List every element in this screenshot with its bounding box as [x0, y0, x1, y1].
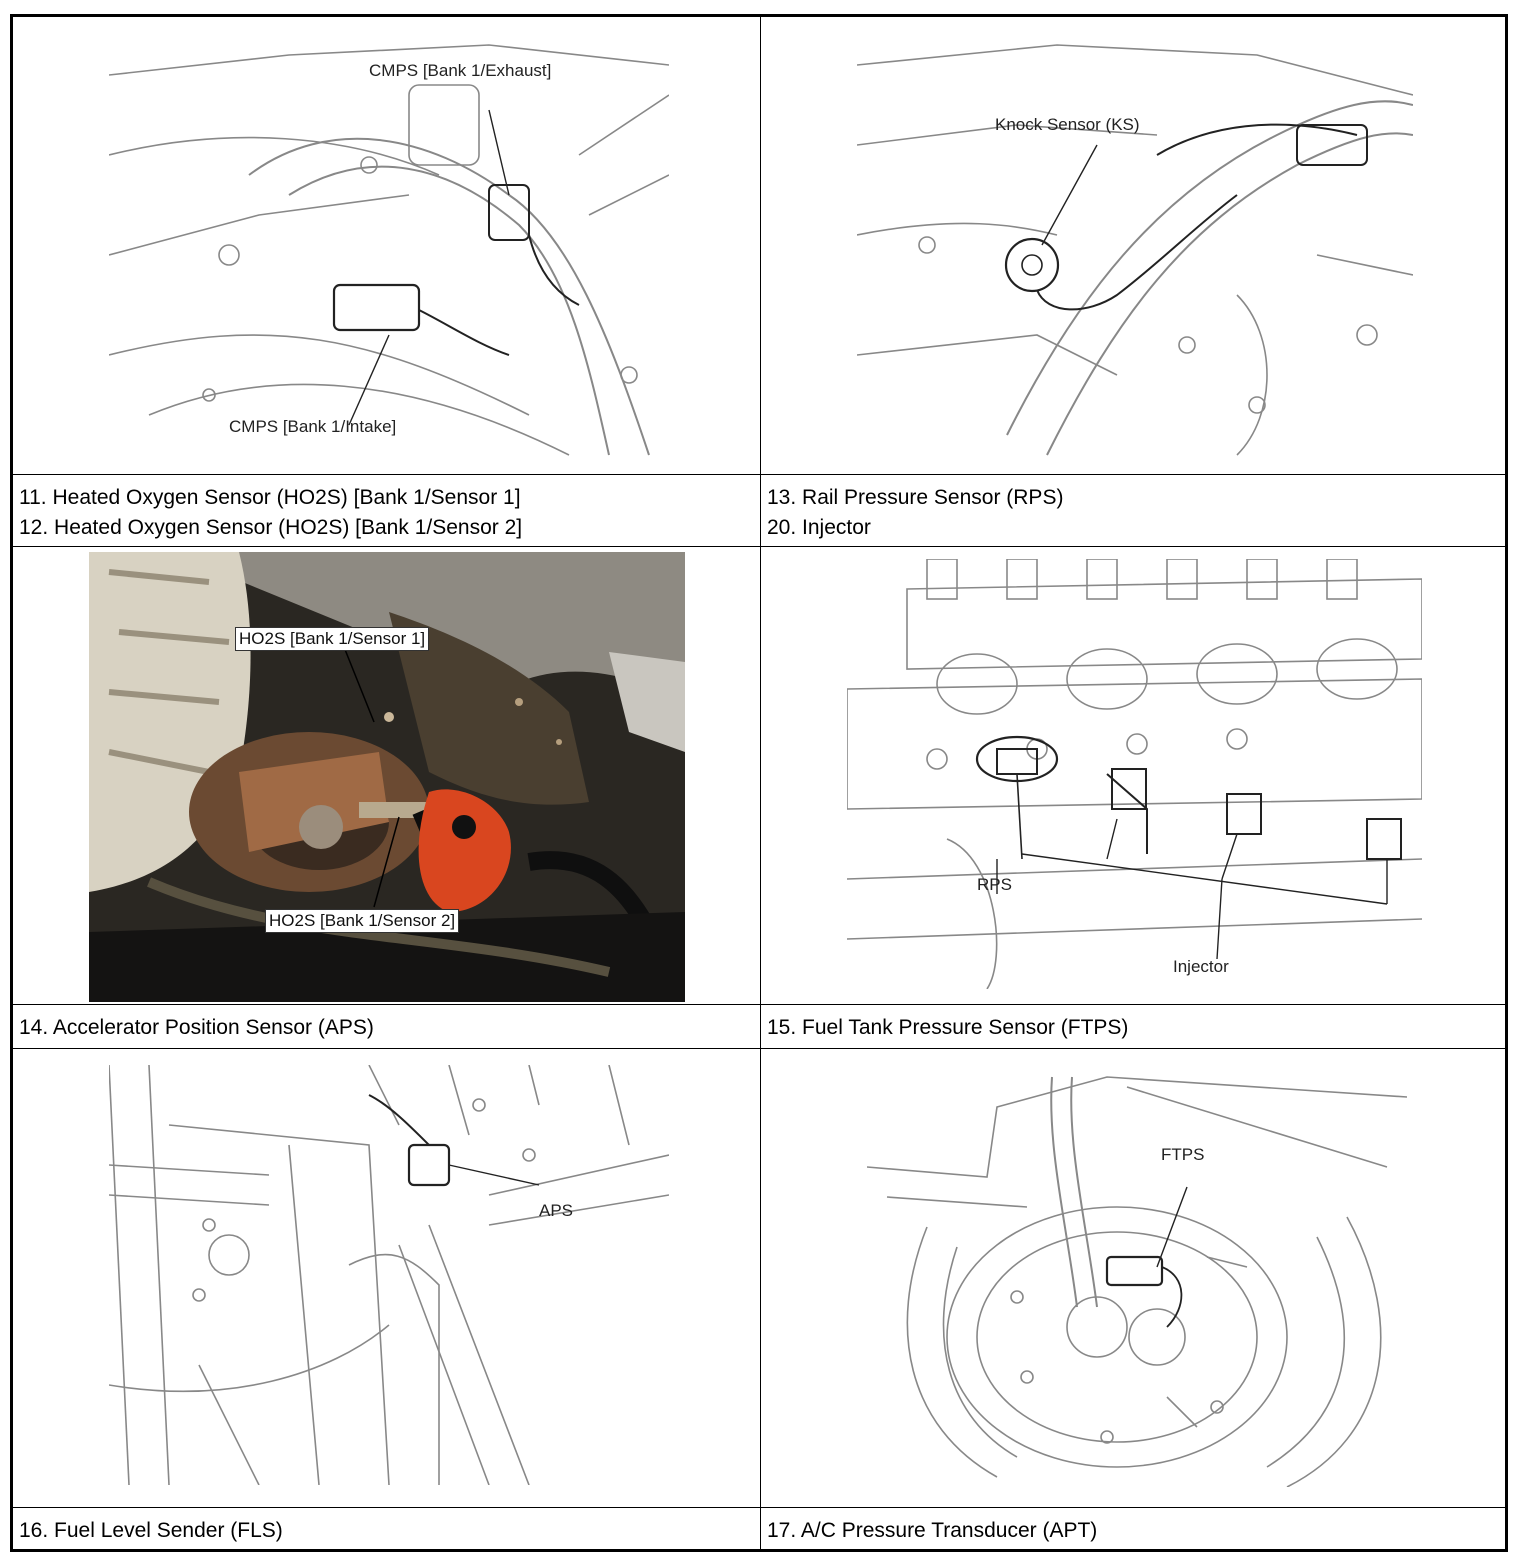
label-ho2s-sensor1: HO2S [Bank 1/Sensor 1] [235, 627, 430, 651]
caption-line: 11. Heated Oxygen Sensor (HO2S) [Bank 1/… [19, 486, 521, 509]
label-aps: APS [539, 1201, 574, 1220]
label-ftps: FTPS [1161, 1145, 1205, 1164]
caption-line: 12. Heated Oxygen Sensor (HO2S) [Bank 1/… [19, 516, 523, 539]
label-injector: Injector [1173, 957, 1229, 976]
cmps-line-drawing [109, 35, 669, 465]
figure-cell-ho2s-photo: HO2S [Bank 1/Sensor 1] HO2S [Bank 1/Sens… [13, 547, 761, 1005]
caption-line: 16. Fuel Level Sender (FLS) [19, 1519, 283, 1542]
label-cmps-intake: CMPS [Bank 1/Intake] [229, 417, 397, 436]
knock-sensor-line-drawing [857, 35, 1413, 465]
label-knock-sensor: Knock Sensor (KS) [995, 115, 1140, 134]
figure-cell-ftps: FTPS [761, 1049, 1505, 1508]
caption-line: 14. Accelerator Position Sensor (APS) [19, 1016, 374, 1039]
caption-cell-fls: 16. Fuel Level Sender (FLS) [13, 1508, 761, 1549]
caption-cell-ho2s: 11. Heated Oxygen Sensor (HO2S) [Bank 1/… [13, 475, 761, 547]
ho2s-photo [89, 552, 685, 1002]
caption-line: 15. Fuel Tank Pressure Sensor (FTPS) [767, 1016, 1129, 1039]
caption-cell-aps: 14. Accelerator Position Sensor (APS) [13, 1005, 761, 1049]
caption-line: 20. Injector [767, 516, 871, 539]
caption-cell-ftps: 15. Fuel Tank Pressure Sensor (FTPS) [761, 1005, 1505, 1049]
label-rps: RPS [977, 875, 1012, 894]
caption-cell-rps: 13. Rail Pressure Sensor (RPS) 20. Injec… [761, 475, 1505, 547]
label-ho2s-sensor2: HO2S [Bank 1/Sensor 2] [265, 909, 460, 933]
caption-line: 13. Rail Pressure Sensor (RPS) [767, 486, 1064, 509]
label-cmps-exhaust: CMPS [Bank 1/Exhaust] [369, 61, 552, 80]
figure-cell-knock-sensor: Knock Sensor (KS) [761, 17, 1505, 475]
caption-line: 17. A/C Pressure Transducer (APT) [767, 1519, 1098, 1542]
rail-injector-line-drawing [847, 559, 1422, 989]
caption-cell-apt: 17. A/C Pressure Transducer (APT) [761, 1508, 1505, 1549]
figure-cell-cmps: CMPS [Bank 1/Exhaust] CMPS [Bank 1/Intak… [13, 17, 761, 475]
sensor-table: CMPS [Bank 1/Exhaust] CMPS [Bank 1/Intak… [10, 14, 1508, 1552]
ftps-line-drawing [867, 1067, 1407, 1487]
aps-line-drawing [109, 1065, 669, 1485]
figure-cell-aps: APS [13, 1049, 761, 1508]
figure-cell-rail-injector: RPS Injector [761, 547, 1505, 1005]
